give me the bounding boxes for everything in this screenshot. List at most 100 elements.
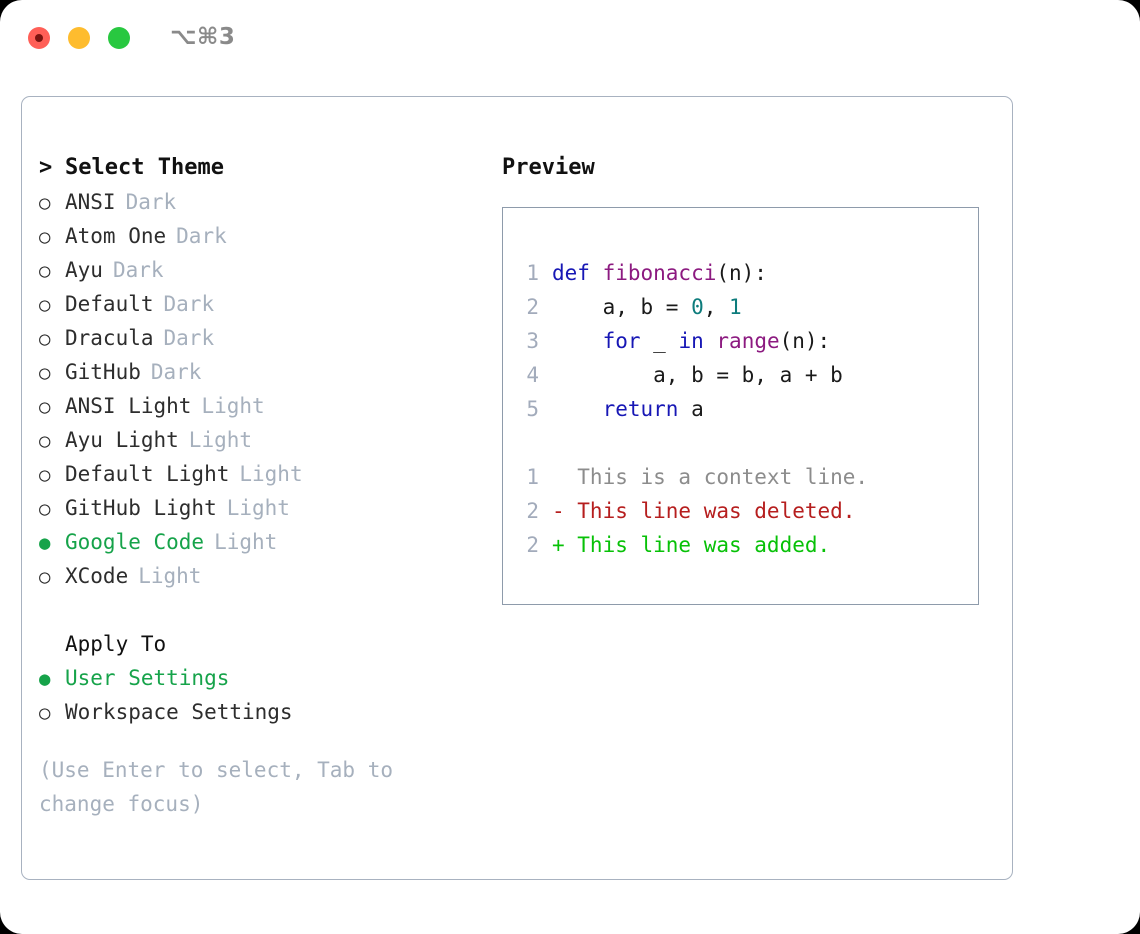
title-bar: ⌥⌘3 [0,0,1140,76]
code-diff-spacer [503,426,978,460]
code-token-kw: in [678,329,704,353]
select-theme-label: Select Theme [65,155,224,180]
code-token-kw: def [552,261,603,285]
code-token-pl [704,329,717,353]
theme-option-name: ANSI [65,190,116,214]
code-line-text: a, b = b, a + b [552,358,843,392]
code-token-num: 0 [691,295,704,319]
theme-option-variant: Dark [163,326,215,350]
radio-unselected-icon: ○ [39,702,51,724]
theme-option-variant: Light [138,564,202,588]
diff-line-text: This is a context line. [552,465,869,489]
apply-to-option-name: Workspace Settings [65,700,293,724]
theme-option-variant: Dark [176,224,227,248]
code-token-pl: _ [640,329,679,353]
code-line: 5 return a [503,392,978,426]
code-token-pl: a [678,397,704,421]
code-token-pl: , [703,295,730,319]
theme-option-name: XCode [65,564,129,588]
theme-option-name: Atom One [65,224,167,248]
radio-unselected-icon: ○ [39,192,51,214]
theme-option-atom-one[interactable]: ○ Atom One Dark [39,219,479,253]
maximize-window-button[interactable] [108,27,130,49]
theme-option-name: Ayu Light [65,428,179,452]
theme-option-variant: Light [214,530,278,554]
apply-to-label: Apply To [65,632,167,656]
code-token-pl: (n): [779,329,831,353]
radio-unselected-icon: ○ [39,464,51,486]
line-number: 2 [526,295,539,319]
line-number: 1 [526,261,539,285]
line-number: 4 [526,363,539,387]
prompt-caret-icon: > [39,155,53,180]
diff-line-text: + This line was added. [552,533,831,557]
select-theme-header: > Select Theme [39,151,479,185]
code-token-pl: (n): [716,261,767,285]
code-line: 3 for _ in range(n): [503,324,978,358]
radio-unselected-icon: ○ [39,260,51,282]
theme-option-variant: Light [201,394,265,418]
code-line-text: def fibonacci(n): [552,256,767,290]
theme-option-name: GitHub Light [65,496,217,520]
theme-option-xcode[interactable]: ○ XCode Light [39,559,479,593]
list-spacer [39,593,479,627]
apply-to-header: Apply To [39,627,479,661]
code-line-text: a, b = 0, 1 [552,290,742,324]
line-number: 1 [526,465,539,489]
theme-option-variant: Light [239,462,303,486]
radio-unselected-icon: ○ [39,396,51,418]
code-line: 1 def fibonacci(n): [503,256,978,290]
radio-unselected-icon: ○ [39,226,51,248]
keyboard-hint: (Use Enter to select, Tab to change focu… [39,758,394,816]
code-token-pl: a, b = b, a + b [552,363,843,387]
diff-line-ctx: 1 This is a context line. [503,460,978,494]
radio-unselected-icon: ○ [39,328,51,350]
theme-option-name: Ayu [65,258,103,282]
apply-to-list[interactable]: ●User Settings ○ Workspace Settings [39,661,479,729]
code-token-kw: for [602,329,641,353]
diff-line-text: - This line was deleted. [552,499,856,523]
minimize-window-button[interactable] [68,27,90,49]
theme-option-variant: Light [226,496,290,520]
radio-unselected-icon: ○ [39,566,51,588]
radio-unselected-icon: ○ [39,294,51,316]
code-token-num: 1 [729,295,742,319]
theme-option-ayu[interactable]: ○ Ayu Dark [39,253,479,287]
theme-option-variant: Dark [112,258,164,282]
theme-option-ansi-light[interactable]: ○ ANSI Light Light [39,389,479,423]
apply-to-option-user-settings[interactable]: ●User Settings [39,661,479,695]
close-icon [35,34,43,42]
preview-title: Preview [502,155,595,180]
code-line: 2 a, b = 0, 1 [503,290,978,324]
apply-to-option-workspace-settings[interactable]: ○ Workspace Settings [39,695,479,729]
window-title: ⌥⌘3 [170,24,236,50]
radio-unselected-icon: ○ [39,362,51,384]
radio-unselected-icon: ○ [39,430,51,452]
code-token-pl: a, b = [552,295,692,319]
apply-to-marker [39,627,65,661]
code-token-fn: fibonacci [602,261,717,285]
apply-to-option-name: User Settings [65,666,230,690]
code-token-pl [552,329,603,353]
theme-option-name: ANSI Light [65,394,192,418]
theme-option-name: Dracula [65,326,154,350]
theme-option-dracula[interactable]: ○ Dracula Dark [39,321,479,355]
line-number: 5 [526,397,539,421]
code-line-text: for _ in range(n): [552,324,831,358]
theme-option-variant: Dark [163,292,215,316]
radio-selected-icon: ● [39,532,51,554]
